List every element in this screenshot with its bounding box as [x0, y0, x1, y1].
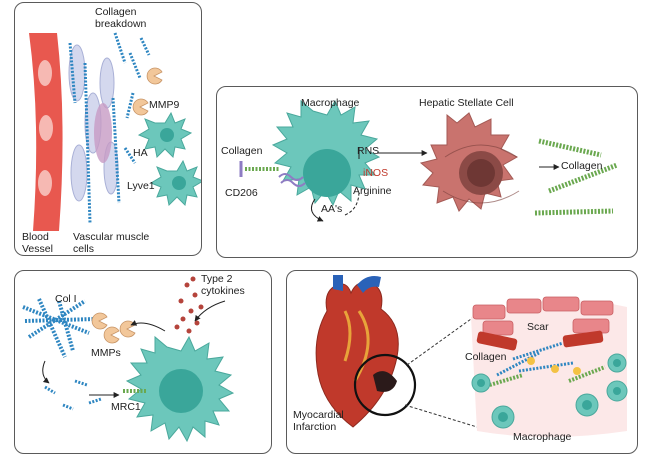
macrophage-label: Macrophage: [513, 431, 572, 443]
col1-label: Col I: [55, 293, 77, 305]
vascular-illustration: [29, 32, 201, 231]
collagen-label: Collagen: [465, 351, 507, 363]
cd206-label: CD206: [225, 187, 258, 199]
panel-myocardial-infarction: Scar Collagen Myocardial Infarction Macr…: [286, 270, 638, 454]
mmps-label: MMPs: [91, 347, 121, 359]
collagen-breakdown-label: Collagen breakdown: [95, 6, 147, 31]
inos-label: iNOS: [363, 167, 389, 179]
panel-macrophage-stellate: Macrophage Hepatic Stellate Cell Collage…: [216, 86, 638, 258]
arginine-label: Arginine: [353, 185, 392, 197]
myocardial-infarction-illustration: [315, 275, 628, 437]
mrc1-label: MRC1: [111, 401, 141, 413]
vascular-muscle-cells-label: Vascular muscle cells: [73, 231, 150, 256]
hepatic-stellate-cell-label: Hepatic Stellate Cell: [419, 97, 514, 109]
type2-cytokines-label: Type 2 cytokines: [201, 273, 245, 298]
ha-label: HA: [133, 147, 148, 159]
col1-degradation-illustration: [22, 276, 235, 443]
lyve1-label: Lyve1: [127, 180, 155, 192]
macrophage-stellate-illustration: [239, 99, 618, 222]
mmp9-label: MMP9: [149, 99, 180, 111]
scar-label: Scar: [527, 321, 549, 333]
blood-vessel-label: Blood Vessel: [22, 231, 53, 256]
collagen-left-label: Collagen: [221, 145, 263, 157]
panel-vascular: Collagen breakdown MMP9 HA Lyve1 Blood V…: [14, 2, 202, 256]
myocardial-infarction-label: Myocardial Infarction: [293, 409, 344, 434]
macrophage-label: Macrophage: [301, 97, 360, 109]
panel-col1-degradation: Type 2 cytokines Col I MMPs MRC1: [14, 270, 272, 454]
rns-label: RNS: [357, 145, 380, 157]
collagen-right-label: Collagen: [561, 160, 603, 172]
aas-label: AA's: [321, 203, 343, 215]
